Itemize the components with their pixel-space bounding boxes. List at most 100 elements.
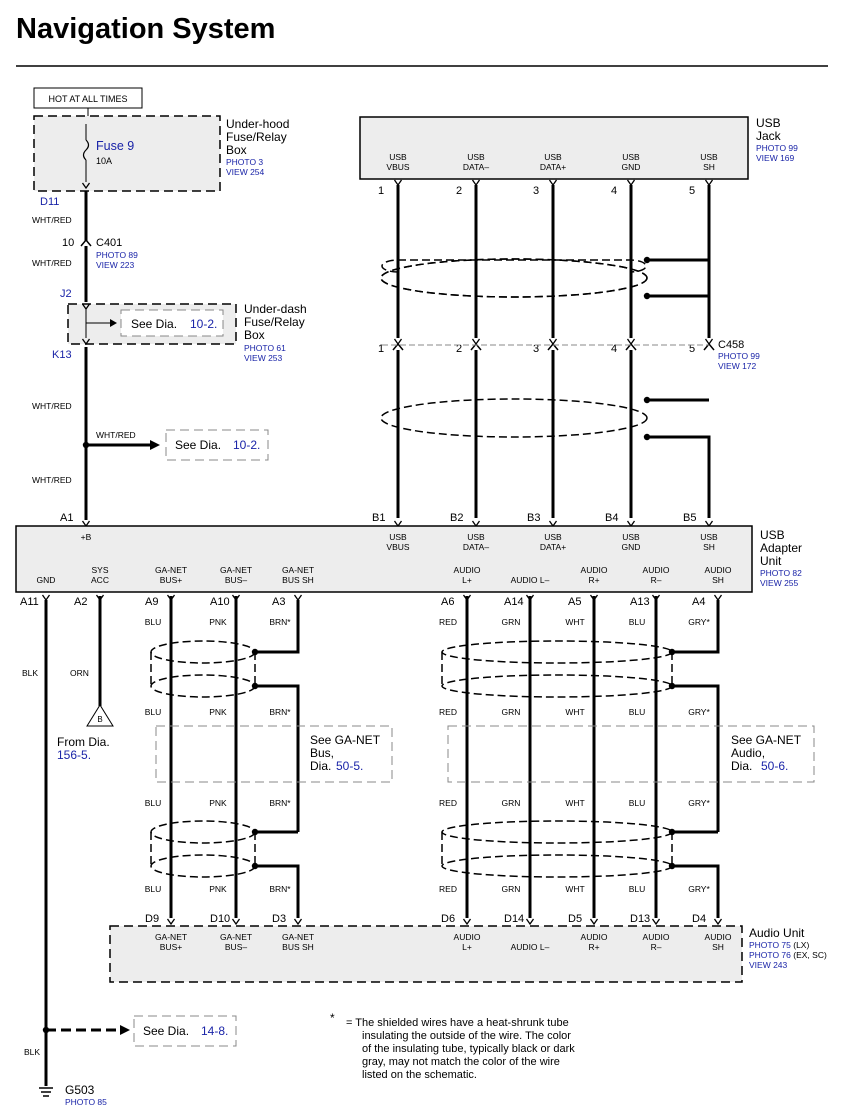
adapter-top-pin: B2: [450, 512, 463, 524]
audio-unit-label-b: BUS SH: [282, 942, 314, 952]
connector-arrow-icon: [393, 338, 403, 345]
audio-unit-label-b: R–: [651, 942, 662, 952]
wire-color-label: BLU: [629, 798, 646, 808]
usb-jack-pin-label-a: USB: [700, 152, 718, 162]
audio-unit-label-a: AUDIO: [643, 932, 670, 942]
underdash-view: VIEW 253: [244, 353, 283, 363]
adapter-label-3: Unit: [760, 554, 782, 568]
adapter-bottom-pin: A11: [20, 596, 39, 608]
wire-color-label: WHT: [565, 617, 584, 627]
underdash-ref: 10-2.: [190, 317, 217, 331]
connector-arrow-icon: [713, 918, 723, 925]
ganet-note-ref: 50-5.: [336, 759, 363, 773]
connector-arrow-icon: [293, 594, 303, 601]
adapter-bottom-label-b: L+: [462, 575, 472, 585]
usb-jack-pin-label-a: USB: [622, 152, 640, 162]
usb-jack-pin-label-b: DATA+: [540, 162, 566, 172]
c401-photo: PHOTO 89: [96, 250, 138, 260]
c401-connector-icon: [80, 238, 92, 247]
adapter-bottom-label-a: AUDIO: [581, 565, 608, 575]
audio-unit-label-b: BUS–: [225, 942, 247, 952]
wire-color-label: RED: [439, 884, 457, 894]
ground-icon: [39, 1087, 53, 1097]
usb-jack-pin-label-b: VBUS: [386, 162, 409, 172]
ground-photo: PHOTO 85: [65, 1097, 107, 1107]
usb-shield-upper: [380, 258, 648, 298]
wire-color-wht-red-3: WHT/RED: [32, 401, 72, 411]
adapter-bottom-label-a: GA-NET: [282, 565, 314, 575]
audio-unit-pin: D14: [504, 913, 524, 925]
c458-view: VIEW 172: [718, 361, 757, 371]
underdash-label-2: Fuse/Relay: [244, 315, 305, 329]
adapter-bottom-label-a: AUDIO: [705, 565, 732, 575]
wire-color-label: BLU: [145, 884, 162, 894]
audio-unit-pin: D5: [568, 913, 582, 925]
adapter-top-pin: B4: [605, 512, 618, 524]
wire-color-wht-red: WHT/RED: [32, 215, 72, 225]
audio-note-2: Audio,: [731, 746, 765, 760]
adapter-photo: PHOTO 82: [760, 568, 802, 578]
page-title: Navigation System: [16, 13, 275, 45]
connector-arrow-icon: [589, 918, 599, 925]
wire-color-label: WHT: [565, 798, 584, 808]
wire-color-label: GRN: [502, 707, 521, 717]
adapter-bottom-pin: A10: [210, 596, 230, 608]
connector-arrow-icon: [548, 179, 558, 186]
wire-color-label: PNK: [209, 617, 227, 627]
adapter-top-label-a: +B: [81, 532, 92, 542]
see-10-2-ref: 10-2.: [233, 438, 260, 452]
underdash-photo: PHOTO 61: [244, 343, 286, 353]
adapter-top-label-b: DATA+: [540, 542, 566, 552]
ganet-shield-4: [150, 854, 256, 878]
footnote-line-5: listed on the schematic.: [362, 1069, 477, 1081]
from-dia-ref: 156-5.: [57, 748, 91, 762]
c401-pin: 10: [62, 237, 74, 249]
wire-color-label: BLU: [629, 707, 646, 717]
wire-color-label: WHT: [565, 707, 584, 717]
see-14-8-ref: 14-8.: [201, 1024, 228, 1038]
usb-jack-pin-number: 1: [378, 185, 384, 197]
audio-unit-view: VIEW 243: [749, 960, 788, 970]
pin-k13: K13: [52, 349, 72, 361]
wire-color-blk: BLK: [22, 668, 38, 678]
see-dia-box-14-8: [133, 1015, 237, 1047]
wire-color-label: PNK: [209, 884, 227, 894]
adapter-label-1: USB: [760, 528, 785, 542]
usb-adapter-unit-box: [15, 525, 753, 593]
hot-label: HOT AT ALL TIMES: [48, 94, 127, 104]
connector-arrow-icon: [462, 918, 472, 925]
adapter-bottom-label-b: SH: [712, 575, 724, 585]
ground-name: G503: [65, 1083, 95, 1097]
connector-arrow-icon: [525, 918, 535, 925]
adapter-bottom-pin: A3: [272, 596, 285, 608]
wire-color-label: PNK: [209, 707, 227, 717]
wire-color-label: GRY*: [688, 617, 710, 627]
adapter-top-pin: B1: [372, 512, 385, 524]
usb-jack-pin-label-b: SH: [703, 162, 715, 172]
adapter-bottom-label-b: R+: [588, 575, 599, 585]
c401-name: C401: [96, 237, 122, 249]
wire-color-label: GRY*: [688, 707, 710, 717]
underhood-label-2: Fuse/Relay: [226, 130, 287, 144]
adapter-top-label-b: VBUS: [386, 542, 409, 552]
adapter-top-label-a: USB: [389, 532, 407, 542]
footnote-line-1: = The shielded wires have a heat-shrunk …: [346, 1017, 569, 1029]
audio-shield-3: [441, 820, 673, 844]
audio-note-3: Dia.: [731, 759, 752, 773]
usb-jack-label-2: Jack: [756, 129, 782, 143]
underhood-label-3: Box: [226, 143, 247, 157]
wire-color-label: GRY*: [688, 884, 710, 894]
wire-color-label: BLU: [145, 798, 162, 808]
connector-arrow-icon: [293, 918, 303, 925]
audio-unit-pin: D3: [272, 913, 286, 925]
ganet-note-1: See GA-NET: [310, 733, 381, 747]
connector-arrow-icon: [548, 338, 558, 345]
ganet-shield-1: [150, 640, 256, 664]
audio-unit-pin: D13: [630, 913, 650, 925]
underhood-fuse-box: [33, 115, 221, 192]
wire-color-wht-red-2: WHT/RED: [32, 258, 72, 268]
